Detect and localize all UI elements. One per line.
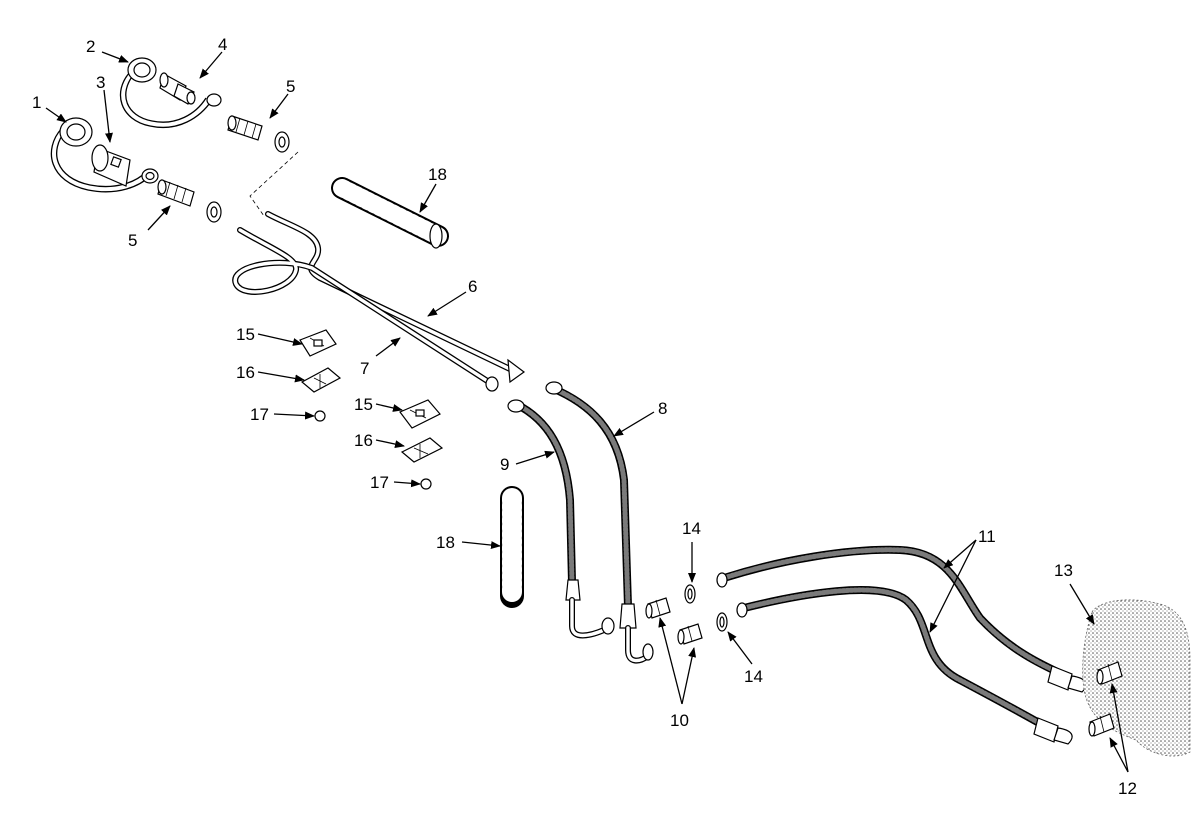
callout-4: 4	[218, 35, 227, 54]
callout-18-upper: 18	[428, 165, 447, 184]
callout-12: 12	[1118, 779, 1137, 798]
callout-2: 2	[86, 37, 95, 56]
part-8-hose	[545, 381, 654, 664]
callout-16-upper: 16	[236, 363, 255, 382]
callout-1: 1	[32, 93, 41, 112]
callout-14-upper: 14	[682, 519, 701, 538]
callout-15-lower: 15	[354, 395, 373, 414]
callout-17-lower: 17	[370, 473, 389, 492]
part-12-fitting-upper	[1096, 661, 1123, 685]
callout-5-lower: 5	[128, 231, 137, 250]
assembly-dashed-line	[249, 151, 299, 217]
part-14-o-ring-upper	[684, 584, 696, 604]
part-6-tube	[265, 211, 526, 384]
part-16-pad-lower	[400, 437, 444, 463]
callout-8: 8	[658, 399, 667, 418]
callout-18-lower: 18	[436, 533, 455, 552]
part-1-dust-cap	[50, 117, 159, 193]
part-18-spring-guard-upper	[331, 177, 449, 249]
part-17-nut-upper	[314, 410, 326, 422]
part-9-hose	[507, 399, 615, 639]
part-17-nut-lower	[420, 478, 432, 490]
leader-lines	[45, 51, 1129, 773]
part-10-adapter-lower	[677, 623, 703, 645]
part-15-clamp-upper	[299, 329, 337, 357]
part-11-hose-upper	[716, 545, 1087, 693]
part-16-pad-upper	[300, 367, 342, 393]
callout-7: 7	[360, 359, 369, 378]
part-2-dust-cap	[119, 57, 222, 128]
part-4-plug	[159, 72, 196, 105]
part-7-tube	[232, 227, 499, 392]
part-3-coupler	[91, 144, 131, 187]
callout-16-lower: 16	[354, 431, 373, 450]
part-12-fitting-lower	[1088, 713, 1115, 737]
callout-6: 6	[468, 277, 477, 296]
callout-14-lower: 14	[744, 667, 763, 686]
part-15-clamp-lower	[399, 399, 441, 429]
part-10-adapter-upper	[645, 597, 671, 619]
part-5-adapter-upper	[227, 115, 290, 153]
callout-11: 11	[978, 527, 996, 546]
part-11-hose-lower	[736, 586, 1073, 745]
callout-3: 3	[96, 73, 105, 92]
callout-10: 10	[670, 711, 689, 730]
callout-5-upper: 5	[286, 77, 295, 96]
callout-15-upper: 15	[236, 325, 255, 344]
callout-17-upper: 17	[250, 405, 269, 424]
part-14-o-ring-lower	[716, 612, 728, 632]
part-5-adapter-lower	[157, 179, 222, 223]
callout-13: 13	[1054, 561, 1073, 580]
callout-9: 9	[500, 455, 509, 474]
